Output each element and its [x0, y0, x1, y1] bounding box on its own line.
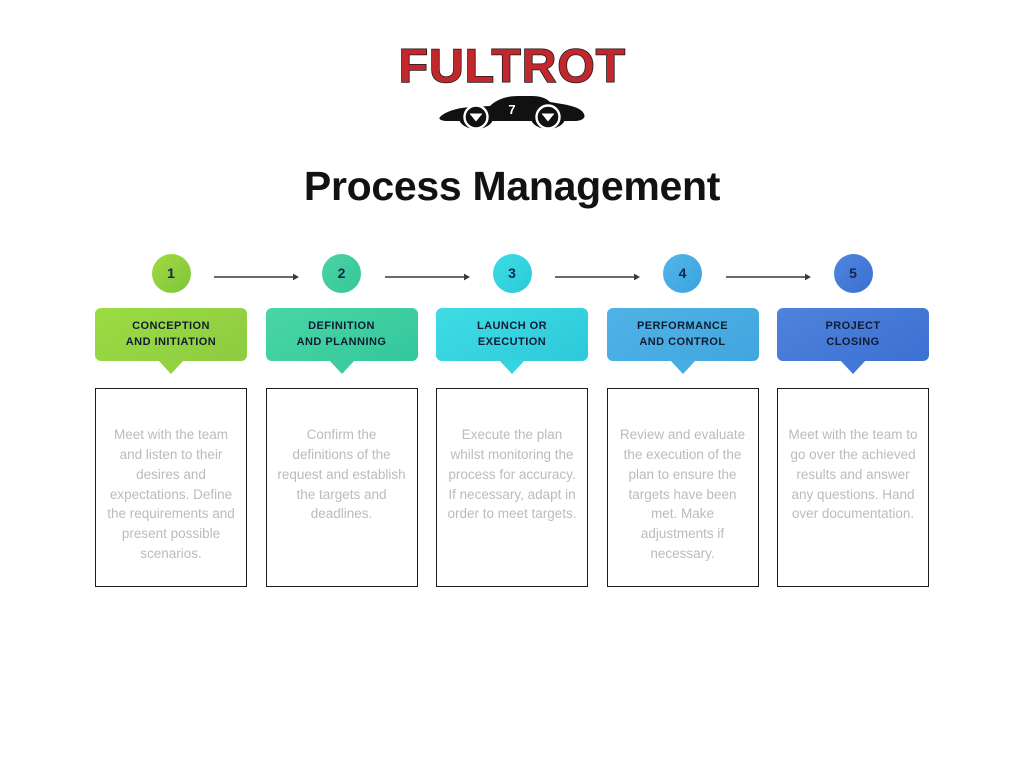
- process-steps: 1 CONCEPTION AND INITIATION Meet with th…: [95, 250, 929, 587]
- step-number-label: 5: [849, 265, 857, 281]
- step-banner-5[interactable]: PROJECT CLOSING: [777, 308, 929, 361]
- step-circle-row-4: 4: [607, 250, 811, 296]
- step-description-card-5: Meet with the team to go over the achiev…: [777, 388, 929, 587]
- step-description-card-2: Confirm the definitions of the request a…: [265, 388, 418, 587]
- step-description-card-4: Review and evaluate the execution of the…: [606, 388, 759, 587]
- step-banner-label-5: PROJECT CLOSING: [825, 319, 881, 348]
- step-banner-3[interactable]: LAUNCH OR EXECUTION: [436, 308, 588, 361]
- step-banner-label-1: CONCEPTION AND INITIATION: [125, 319, 217, 348]
- logo-wordmark: FULTROT: [398, 39, 626, 92]
- step-number-badge-3[interactable]: 3: [492, 253, 532, 293]
- step-circle-row-1: 1: [95, 250, 299, 296]
- step-description-card-3: Execute the plan whilst monitoring the p…: [436, 388, 588, 587]
- step-description-text-1: Meet with the team and listen to their d…: [107, 427, 235, 562]
- step-number-label: 4: [678, 265, 687, 281]
- step-banner-2[interactable]: DEFINITION AND PLANNING: [265, 308, 418, 361]
- step-description-text-2: Confirm the definitions of the request a…: [277, 427, 406, 522]
- step-number-badge-2[interactable]: 2: [322, 253, 361, 293]
- car-number: 7: [508, 102, 515, 117]
- page-title: Process Management: [303, 163, 721, 209]
- step-number-badge-4[interactable]: 4: [663, 253, 702, 293]
- process-step-1: 1 CONCEPTION AND INITIATION Meet with th…: [95, 250, 299, 587]
- step-number-label: 3: [508, 265, 516, 281]
- brand-logo: FULTROT 7: [0, 39, 1024, 131]
- step-banner-1[interactable]: CONCEPTION AND INITIATION: [95, 308, 247, 361]
- step-description-text-5: Meet with the team to go over the achiev…: [788, 427, 918, 522]
- step-description-text-3: Execute the plan whilst monitoring the p…: [447, 427, 577, 522]
- process-step-4: 4 PERFORMANCE AND CONTROL Review and eva…: [606, 250, 811, 587]
- step-banner-4[interactable]: PERFORMANCE AND CONTROL: [606, 308, 759, 361]
- step-number-badge-5[interactable]: 5: [833, 253, 873, 293]
- process-step-5: 5 PROJECT CLOSING Meet with the team to …: [777, 250, 929, 587]
- process-step-2: 2 DEFINITION AND PLANNING Confirm the de…: [265, 250, 470, 587]
- race-car-icon: 7: [436, 83, 588, 131]
- step-banner-label-2: DEFINITION AND PLANNING: [296, 319, 387, 348]
- step-description-card-1: Meet with the team and listen to their d…: [95, 388, 247, 587]
- step-banner-label-4: PERFORMANCE AND CONTROL: [636, 319, 729, 348]
- step-circle-row-5: 5: [777, 250, 929, 296]
- step-number-label: 2: [337, 265, 346, 281]
- step-number-badge-1[interactable]: 1: [151, 253, 191, 293]
- step-circle-row-3: 3: [436, 250, 640, 296]
- step-circle-row-2: 2: [266, 250, 470, 296]
- step-number-label: 1: [167, 265, 175, 281]
- step-banner-label-3: LAUNCH OR EXECUTION: [476, 319, 548, 348]
- step-description-text-4: Review and evaluate the execution of the…: [619, 427, 746, 562]
- process-step-3: 3 LAUNCH OR EXECUTION Execute the plan w…: [436, 250, 640, 587]
